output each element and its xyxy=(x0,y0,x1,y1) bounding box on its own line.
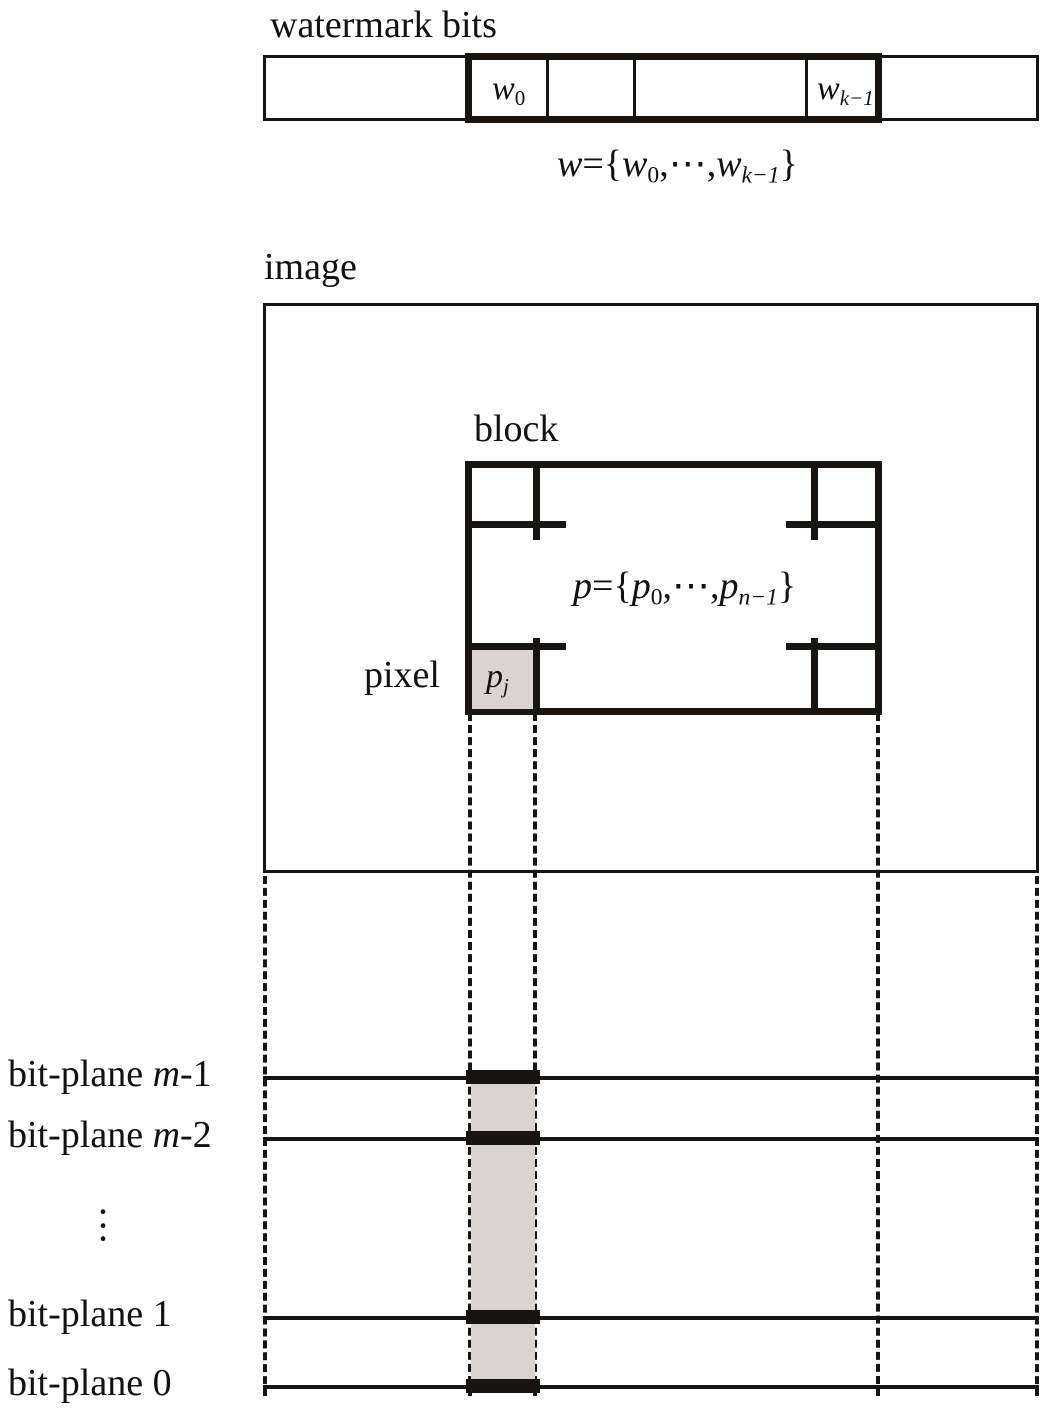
blk-eq-equals: = xyxy=(592,565,614,607)
block-label: block xyxy=(474,408,559,450)
bit-segment-0 xyxy=(466,1379,540,1393)
watermark-cell-w0: w0 xyxy=(492,72,525,109)
bit-segment-m2 xyxy=(466,1131,540,1145)
pixel-symbol: pj xyxy=(486,660,509,697)
block-grid-v-topright xyxy=(811,465,818,540)
projection-line-image-left xyxy=(263,876,267,1396)
wm-eq-last-sub: k−1 xyxy=(741,162,780,189)
block-grid-h-bottomright xyxy=(786,643,880,650)
blk-eq-sep1: , xyxy=(662,565,672,607)
blk-eq-ellipsis: ⋯ xyxy=(671,565,710,607)
blk-eq-sep2: , xyxy=(709,565,720,607)
wm-eq-last: w xyxy=(716,143,742,185)
bitplane-label-m1: bit-plane m-1 xyxy=(8,1055,212,1093)
watermark-cell-w0-base: w xyxy=(492,70,515,107)
wm-eq-first-sub: 0 xyxy=(647,162,660,189)
bitplane-line-m2 xyxy=(263,1137,1039,1141)
watermark-cell-divider-2 xyxy=(633,57,636,119)
watermark-cell-wk1-base: w xyxy=(817,70,840,107)
ellipsis-dot-3: · xyxy=(96,1216,110,1262)
bitplane-label-1: bit-plane 1 xyxy=(8,1295,172,1333)
blk-eq-first-sub: 0 xyxy=(650,584,663,611)
projection-line-pixel-right xyxy=(533,713,537,1396)
block-grid-h-bottomleft xyxy=(469,643,566,650)
bitplane-label-m1-prefix: bit-plane xyxy=(8,1053,153,1095)
watermark-cell-divider-1 xyxy=(546,57,549,119)
block-equation: p={p0,⋯,pn−1} xyxy=(573,567,796,610)
image-rectangle xyxy=(263,303,1039,873)
bit-segment-1 xyxy=(466,1310,540,1324)
bitplane-label-0-prefix: bit-plane xyxy=(8,1362,153,1404)
wm-eq-lhs: w xyxy=(557,143,583,185)
blk-eq-first: p xyxy=(631,565,651,607)
blk-eq-last-sub: n−1 xyxy=(738,584,778,611)
blk-eq-close-brace: } xyxy=(777,565,797,607)
wm-eq-ellipsis: ⋯ xyxy=(668,143,707,185)
projection-line-block-right xyxy=(876,713,880,1396)
pixel-symbol-base: p xyxy=(486,658,503,695)
bitplane-label-m2: bit-plane m-2 xyxy=(8,1116,212,1154)
bitplane-label-m1-var: m xyxy=(152,1053,181,1095)
watermark-cell-divider-3 xyxy=(805,57,808,119)
bitplane-pixel-column-highlight xyxy=(471,1078,535,1388)
bitplane-line-1 xyxy=(263,1316,1039,1320)
wm-eq-close-brace: } xyxy=(779,143,798,185)
block-grid-v-topleft xyxy=(533,465,540,540)
wm-eq-first: w xyxy=(622,143,648,185)
pixel-symbol-sub: j xyxy=(503,673,509,698)
image-label: image xyxy=(264,246,357,288)
bitplane-line-0 xyxy=(263,1385,1039,1389)
wm-eq-sep2: , xyxy=(706,143,717,185)
blk-eq-open-brace: { xyxy=(613,565,632,607)
projection-line-image-right xyxy=(1035,876,1039,1396)
bitplane-label-0-suffix: 0 xyxy=(152,1362,172,1404)
block-grid-h-topright xyxy=(786,521,880,528)
blk-eq-last: p xyxy=(719,565,739,607)
bitplane-label-m2-prefix: bit-plane xyxy=(8,1114,153,1156)
block-grid-h-topleft xyxy=(469,521,566,528)
bitplane-label-0: bit-plane 0 xyxy=(8,1364,172,1402)
watermark-cell-wk1: wk−1 xyxy=(817,72,874,109)
pixel-cell-fill xyxy=(472,648,535,709)
bitplane-label-m1-suffix: -1 xyxy=(180,1053,212,1095)
projection-line-pixel-left xyxy=(468,713,472,1396)
block-grid-v-bottomright xyxy=(811,638,818,713)
bitplane-label-1-prefix: bit-plane xyxy=(8,1293,153,1335)
watermark-equation: w={w0,⋯,wk−1} xyxy=(557,145,798,188)
wm-eq-sep1: , xyxy=(659,143,669,185)
bitplane-label-m2-var: m xyxy=(152,1114,181,1156)
watermark-bits-label: watermark bits xyxy=(270,4,497,46)
wm-eq-open-brace: { xyxy=(603,143,623,185)
pixel-label: pixel xyxy=(364,654,440,696)
wm-eq-equals: = xyxy=(582,143,604,185)
block-grid-v-bottomleft xyxy=(533,638,540,713)
watermark-strip-highlight xyxy=(465,53,882,123)
bitplane-line-m1 xyxy=(263,1076,1039,1080)
blk-eq-lhs: p xyxy=(573,565,592,607)
bitplane-label-m2-suffix: -2 xyxy=(180,1114,212,1156)
bitplane-vertical-ellipsis: · · · xyxy=(86,1192,120,1262)
bitplane-label-1-suffix: 1 xyxy=(152,1293,172,1335)
bit-segment-m1 xyxy=(466,1070,540,1084)
block-rectangle xyxy=(465,461,882,715)
watermark-cell-w0-sub: 0 xyxy=(514,85,526,110)
watermark-cell-wk1-sub: k−1 xyxy=(839,85,874,110)
